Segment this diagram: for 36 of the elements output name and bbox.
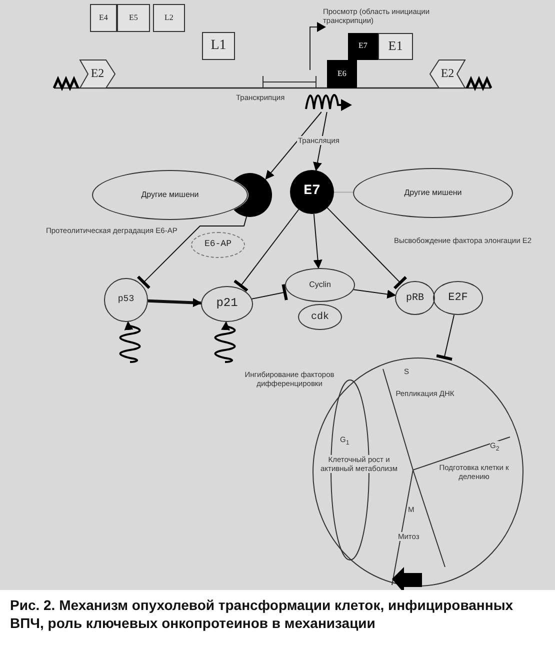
gene-box: E4: [90, 4, 117, 32]
crescent-shape: [233, 173, 272, 217]
protein-ellipse: cdk: [298, 304, 342, 330]
protein-circle: E7: [290, 170, 334, 214]
gene-box: L1: [202, 32, 235, 60]
gene-box: E1: [378, 33, 413, 60]
connector-line: [334, 192, 354, 193]
gene-box: E6: [327, 60, 357, 88]
stimulus-wave: [216, 325, 234, 362]
arrow: [148, 298, 202, 308]
protein-ellipse: Cyclin: [285, 268, 355, 302]
stimulus-wave: [121, 325, 139, 362]
protein-ellipse: E2F: [433, 281, 483, 315]
gene-box: E5: [117, 4, 150, 32]
inhibition-line: [234, 209, 300, 292]
mrna-wave: [305, 95, 352, 112]
arrow: [353, 289, 396, 299]
arrow: [221, 321, 230, 330]
protein-circle: p53: [104, 278, 148, 322]
inhibition-line: [251, 284, 288, 300]
protein-ellipse: E6-AP: [191, 232, 245, 258]
inhibition-line: [436, 314, 455, 361]
gene-box: L2: [153, 4, 185, 32]
arrow: [313, 213, 322, 269]
protein-ellipse: pRB: [395, 281, 435, 315]
gene-arrow-box: E2: [430, 60, 465, 88]
inhibition-line: [136, 216, 248, 290]
arrow: [124, 321, 134, 330]
gene-arrow-box: E2: [80, 60, 115, 88]
figure-caption: Рис. 2. Механизм опухолевой трансформации клеток, инфицированных ВПЧ, роль ключевых онкопротеинов в механизации: [10, 596, 514, 632]
gene-box: E7: [348, 33, 378, 60]
arrow: [265, 112, 322, 180]
inhibition-line: [326, 207, 407, 290]
target-ellipse: Другие мишени: [353, 168, 513, 218]
protein-ellipse: p21: [201, 286, 253, 322]
arrow: [313, 112, 328, 172]
